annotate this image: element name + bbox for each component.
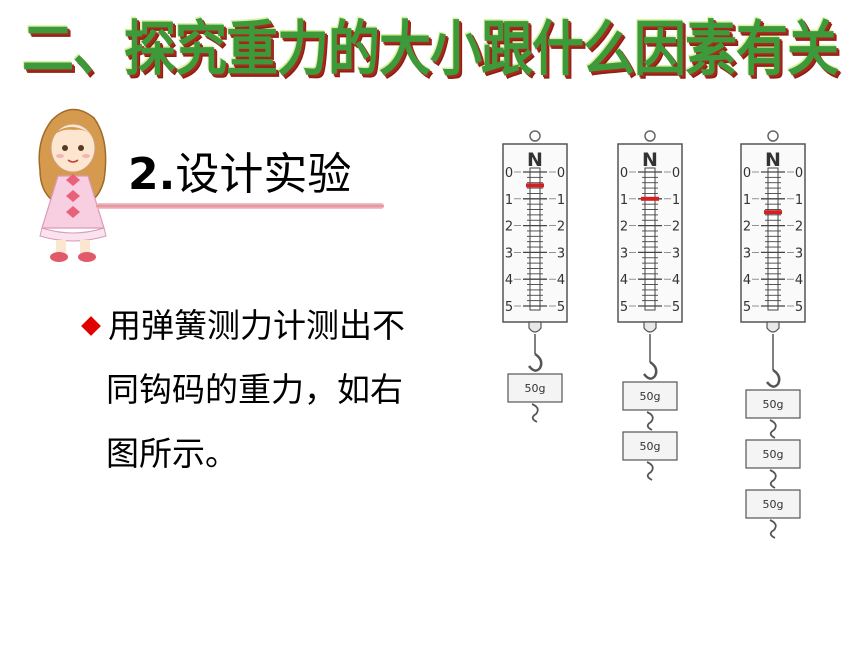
pointer-indicator xyxy=(641,196,659,201)
tick-label-left: 3 xyxy=(620,246,628,261)
tick-label-left: 2 xyxy=(620,220,628,235)
bullet-paragraph: 用弹簧测力计测出不同钩码的重力，如右图所示。 xyxy=(78,294,423,486)
tick-label-left: 4 xyxy=(743,273,751,288)
mass-label: 50g xyxy=(763,448,784,461)
scale-tube xyxy=(767,167,779,311)
scale-top-ring xyxy=(644,130,656,142)
tick-label-left: 1 xyxy=(620,193,628,208)
mass-hook-icon xyxy=(769,519,777,539)
mass-hook-icon xyxy=(769,469,777,489)
tick-label-left: 1 xyxy=(743,193,751,208)
tick-label-right: 4 xyxy=(672,273,680,288)
hook-icon xyxy=(643,360,658,380)
tick-label-left: 5 xyxy=(620,300,628,315)
scale-tube xyxy=(644,167,656,311)
pointer-indicator xyxy=(764,210,782,215)
pointer-indicator xyxy=(526,183,544,188)
mass-weight xyxy=(507,373,563,403)
unit-label: N xyxy=(527,149,543,171)
section-heading: 2.设计实验 xyxy=(128,138,351,202)
tick-label-right: 4 xyxy=(795,273,803,288)
tick-label-right: 0 xyxy=(672,166,680,181)
bullet-text: 用弹簧测力计测出不同钩码的重力，如右图所示。 xyxy=(106,306,405,473)
tick-label-left: 3 xyxy=(505,246,513,261)
tick-label-left: 0 xyxy=(620,166,628,181)
mass-label: 50g xyxy=(640,390,661,403)
mass-label: 50g xyxy=(763,498,784,511)
tick-label-right: 2 xyxy=(557,220,565,235)
tick-label-right: 3 xyxy=(795,246,803,261)
hook-icon xyxy=(766,368,781,388)
mass-label: 50g xyxy=(525,382,546,395)
scale-bottom-cap xyxy=(766,321,780,333)
scale-bottom-cap xyxy=(643,321,657,333)
tick-label-right: 5 xyxy=(557,300,565,315)
heading-underline xyxy=(96,203,384,209)
mass-hook-icon xyxy=(769,419,777,439)
mass-weight xyxy=(745,439,801,469)
tick-label-left: 5 xyxy=(505,300,513,315)
tick-label-right: 5 xyxy=(795,300,803,315)
tick-label-right: 5 xyxy=(672,300,680,315)
tick-label-right: 1 xyxy=(672,193,680,208)
tick-label-left: 2 xyxy=(505,220,513,235)
tick-label-right: 0 xyxy=(557,166,565,181)
mass-weight xyxy=(745,389,801,419)
tick-label-left: 0 xyxy=(505,166,513,181)
hook-icon xyxy=(528,352,543,372)
mass-weight xyxy=(745,489,801,519)
mass-hook-icon xyxy=(531,403,539,423)
spring-scale-2: N0 0 1 1 2 2 3 3 4 4 5 5 50g 50g xyxy=(617,130,683,481)
scale-top-ring xyxy=(767,130,779,142)
mass-hook-icon xyxy=(646,411,654,431)
scale-top-ring xyxy=(529,130,541,142)
tick-label-right: 1 xyxy=(557,193,565,208)
mass-label: 50g xyxy=(640,440,661,453)
tick-label-left: 5 xyxy=(743,300,751,315)
tick-label-left: 1 xyxy=(505,193,513,208)
mass-hook-icon xyxy=(646,461,654,481)
unit-label: N xyxy=(765,149,781,171)
spring-scale-1: N0 0 1 1 2 2 3 3 4 4 5 5 50g xyxy=(502,130,568,423)
tick-label-right: 2 xyxy=(672,220,680,235)
scale-tube xyxy=(529,167,541,311)
scale-bottom-cap xyxy=(528,321,542,333)
heading-number: 2. xyxy=(128,149,176,200)
unit-label: N xyxy=(642,149,658,171)
tick-label-left: 2 xyxy=(743,220,751,235)
mass-weight xyxy=(622,381,678,411)
tick-label-right: 3 xyxy=(557,246,565,261)
tick-label-left: 0 xyxy=(743,166,751,181)
tick-label-right: 3 xyxy=(672,246,680,261)
tick-label-right: 1 xyxy=(795,193,803,208)
tick-label-left: 4 xyxy=(505,273,513,288)
tick-label-right: 0 xyxy=(795,166,803,181)
bullet-diamond-icon xyxy=(81,315,101,336)
spring-scale-3: N0 0 1 1 2 2 3 3 4 4 5 5 50g 50g 50g xyxy=(740,130,806,539)
heading-text: 设计实验 xyxy=(175,149,352,200)
cartoon-girl-illustration xyxy=(38,108,107,262)
slide-title: 二、探究重力的大小跟什么因素有关 xyxy=(21,15,839,85)
tick-label-left: 4 xyxy=(620,273,628,288)
tick-label-left: 3 xyxy=(743,246,751,261)
mass-label: 50g xyxy=(763,398,784,411)
tick-label-right: 4 xyxy=(557,273,565,288)
mass-weight xyxy=(622,431,678,461)
tick-label-right: 2 xyxy=(795,220,803,235)
